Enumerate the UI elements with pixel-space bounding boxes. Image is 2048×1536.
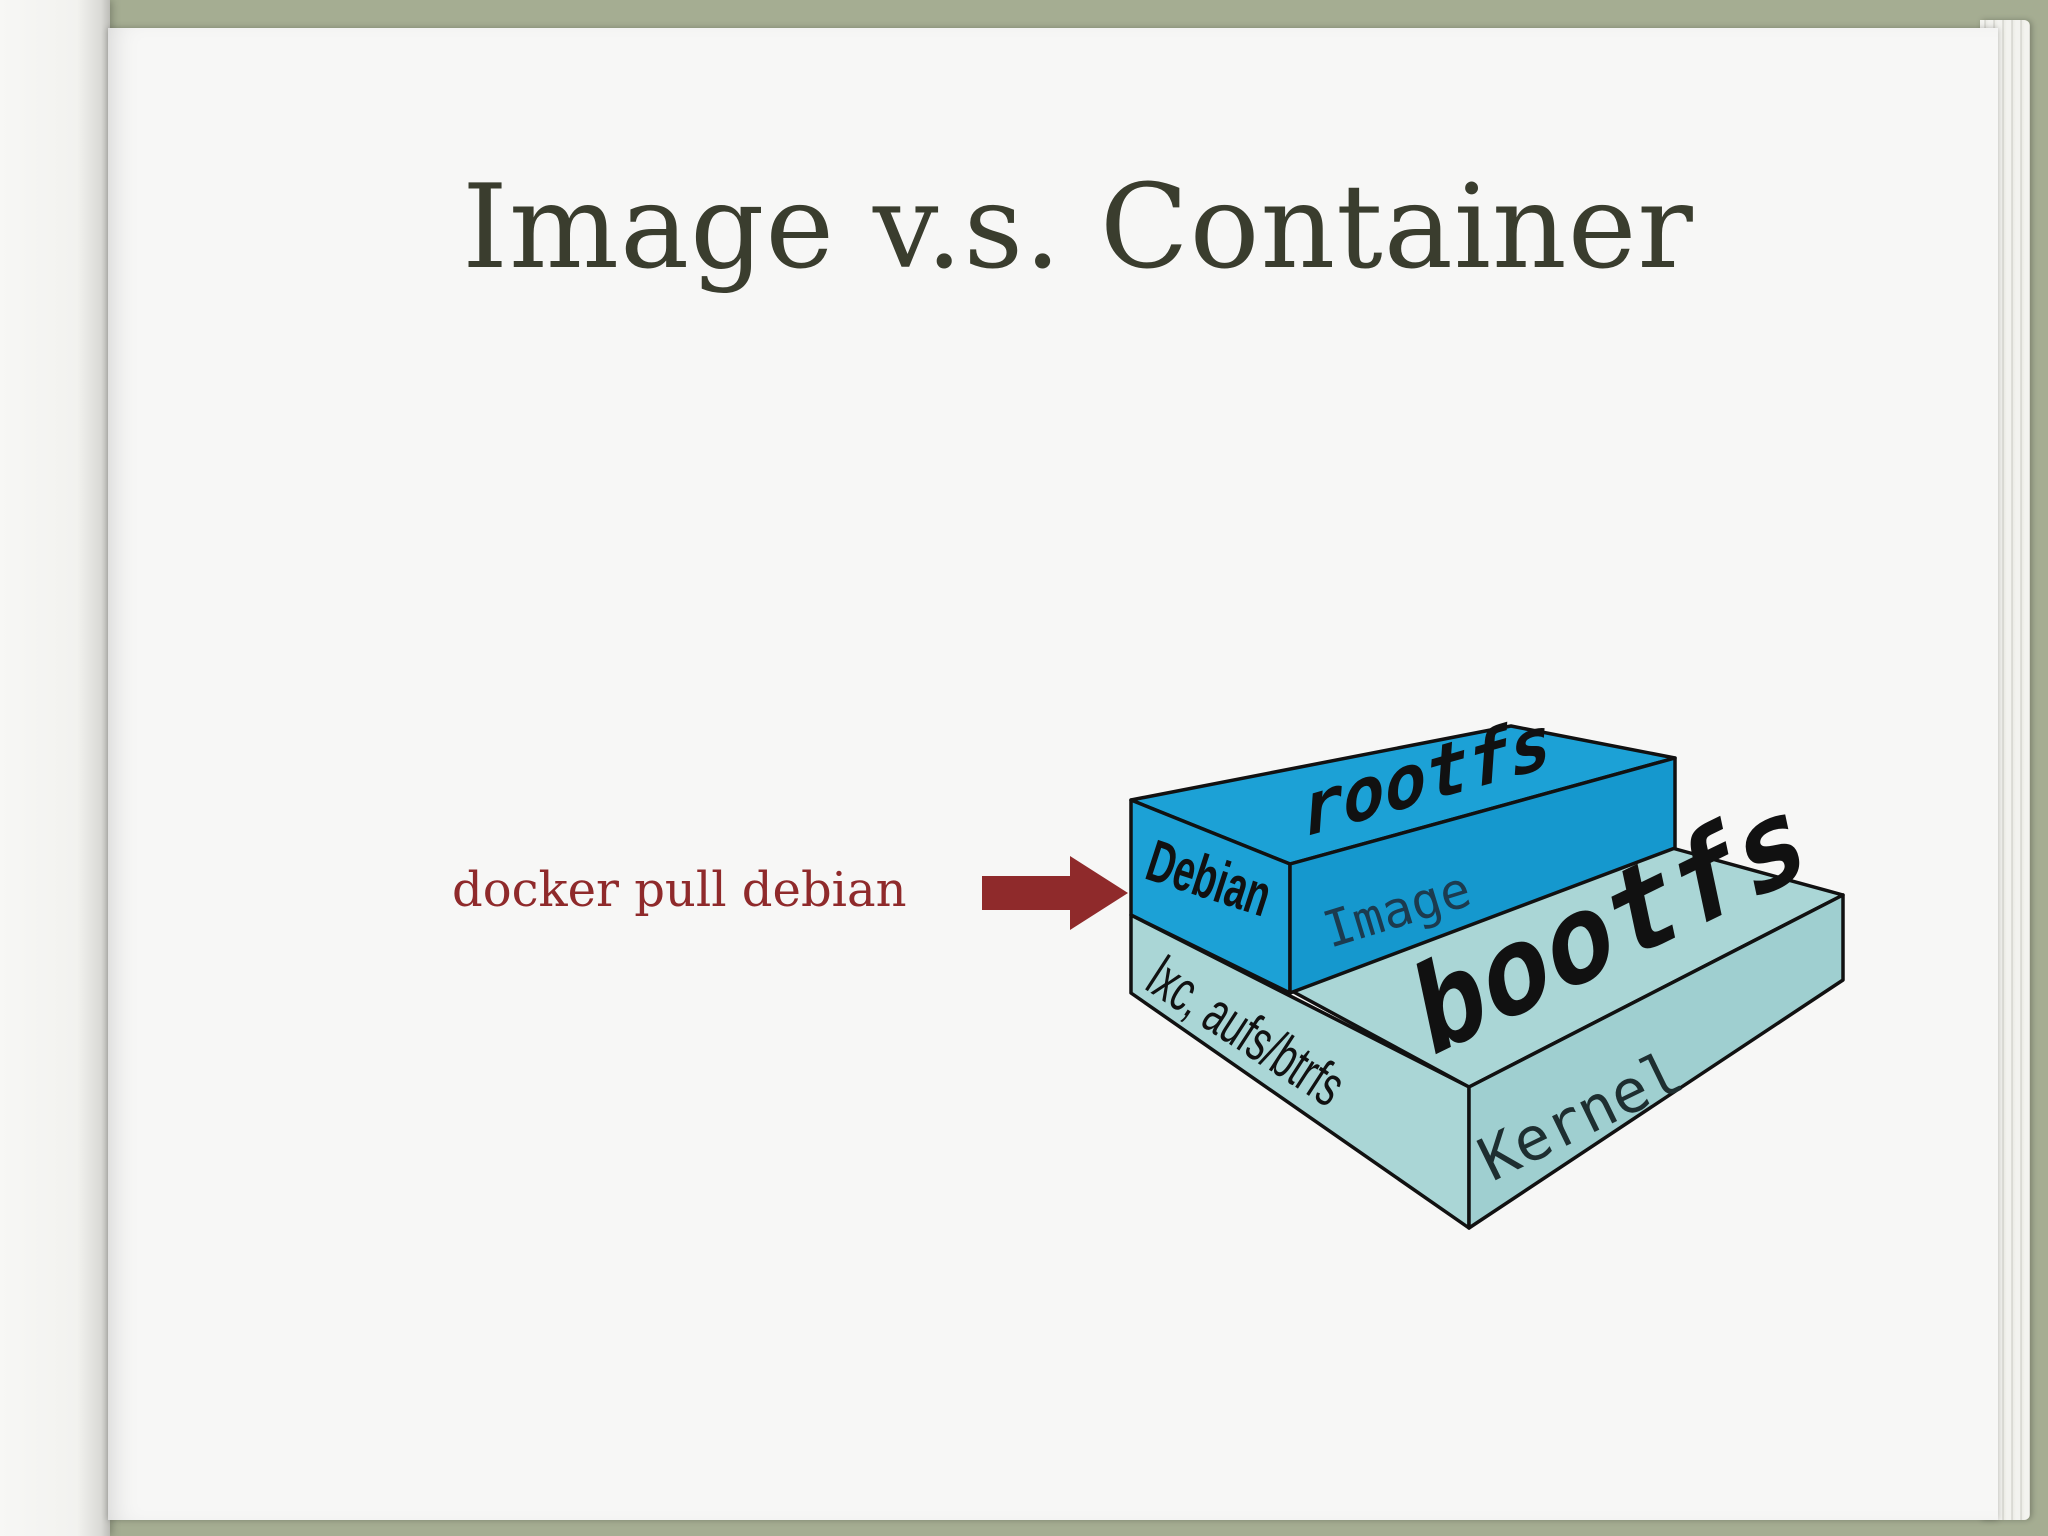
rootfs-right-face xyxy=(1288,756,1677,995)
slide-title: Image v.s. Container xyxy=(462,160,1694,295)
left-page xyxy=(0,0,110,1536)
rootfs-layer xyxy=(1129,724,1677,995)
bootfs-right-face xyxy=(1467,893,1845,1230)
slide-page xyxy=(108,28,1998,1520)
command-label: docker pull debian xyxy=(452,862,907,918)
bootfs-layer xyxy=(1129,846,1845,1230)
arrow-icon xyxy=(982,856,1128,930)
